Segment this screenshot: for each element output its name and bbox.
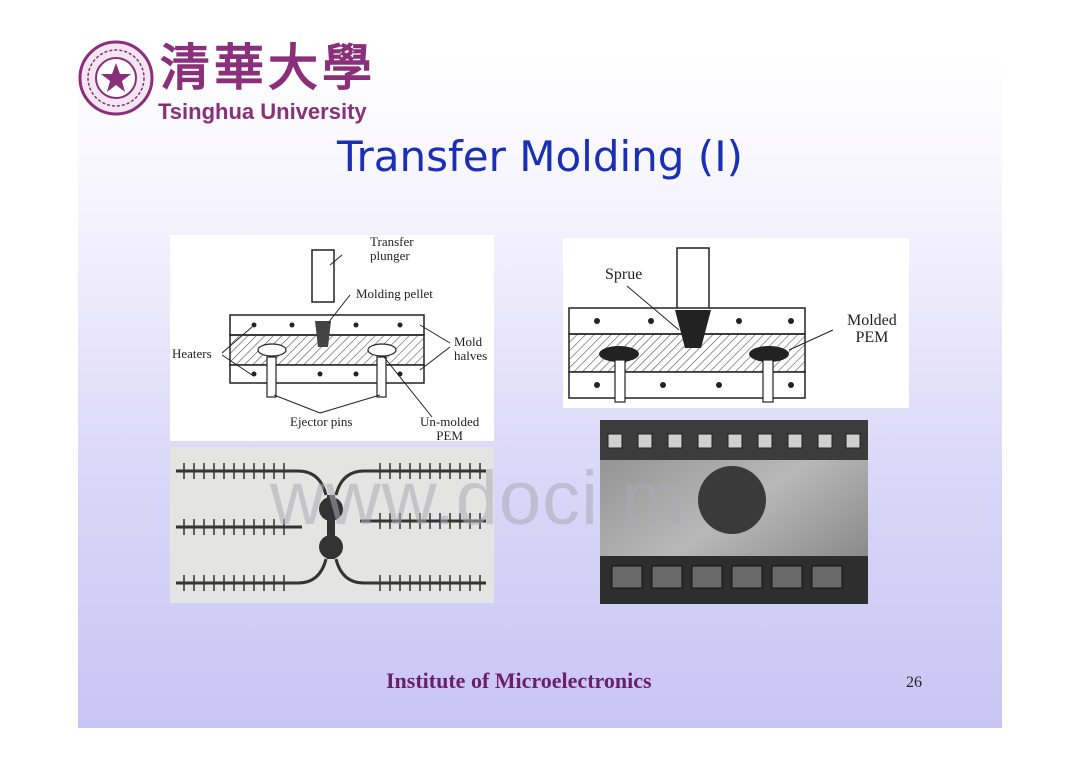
slide-title: Transfer Molding (I): [337, 132, 743, 181]
footer-institute: Institute of Microelectronics: [386, 668, 652, 693]
label-transfer-plunger: Transfer plunger: [370, 235, 414, 263]
mold-cavity-photo: [600, 420, 868, 604]
label-heaters: Heaters: [172, 346, 212, 361]
photo-lead-frame: [170, 447, 494, 603]
label-molded-pem: Molded PEM: [847, 312, 897, 346]
label-ejector-pins: Ejector pins: [290, 414, 353, 429]
page-number: 26: [906, 674, 922, 691]
mold-cross-section-molded: [568, 247, 834, 403]
university-name-english: Tsinghua University: [158, 99, 367, 124]
diagram-unmolded: Transfer plunger Molding pellet Heaters …: [170, 235, 494, 441]
university-seal-icon: [78, 40, 154, 116]
photo-mold-cavity: [600, 420, 868, 604]
lead-frame-runner-photo: [170, 447, 494, 603]
diagram-molded: Sprue Molded PEM: [563, 238, 909, 408]
university-name-chinese: 清華大學: [160, 38, 376, 97]
label-sprue: Sprue: [605, 266, 643, 283]
watermark-text: www.doci m: [270, 456, 686, 541]
label-unmolded-pem: Un-molded PEM: [420, 414, 480, 442]
label-mold-halves: Mold halves: [454, 334, 488, 363]
label-molding-pellet: Molding pellet: [356, 286, 433, 301]
mold-cross-section-unmolded: [221, 249, 451, 418]
